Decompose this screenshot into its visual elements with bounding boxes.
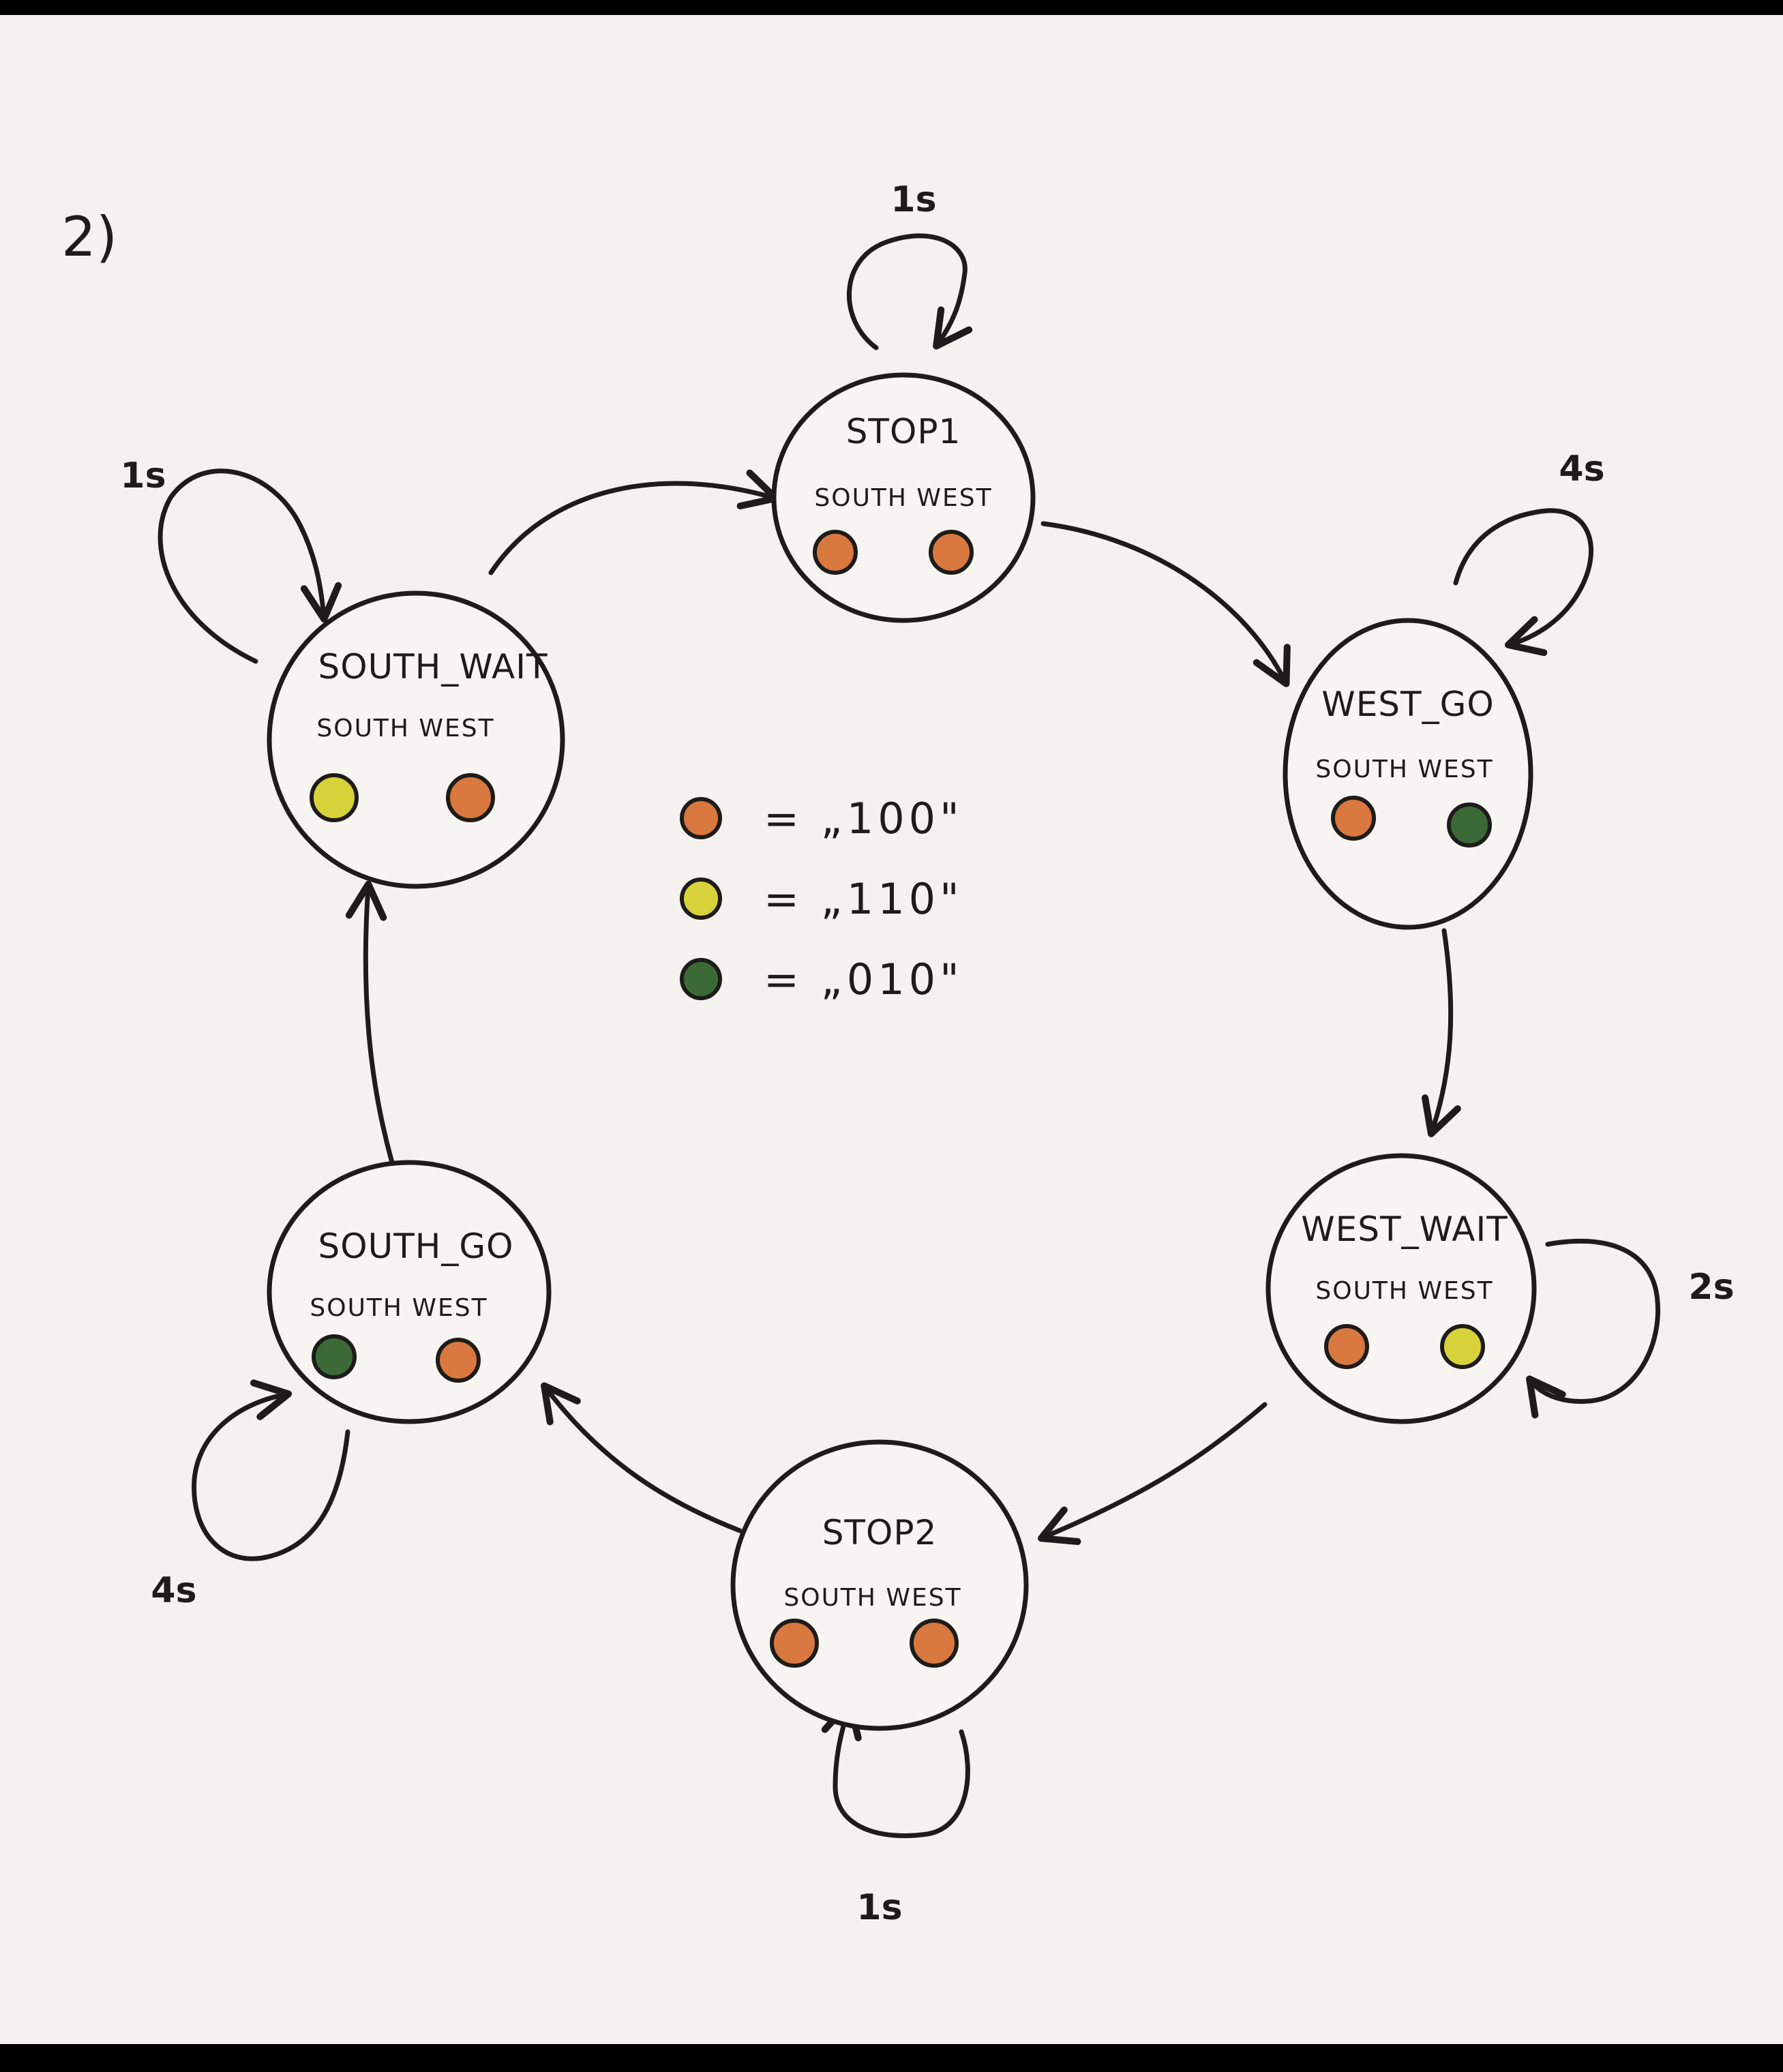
south-lamp: [1324, 1324, 1369, 1369]
loop-time-stop1: 1s: [890, 179, 936, 220]
self-loops: [158, 233, 1660, 1838]
legend-item-red: = „100": [680, 794, 963, 843]
loop-time-south-go: 4s: [151, 1570, 196, 1611]
state-labels: SOUTH WEST: [310, 1294, 488, 1322]
transition-west-go-to-west-wait: [1421, 928, 1461, 1138]
west-lamp: [436, 1338, 481, 1383]
south-lamp: [1331, 796, 1376, 841]
state-south-wait: SOUTH_WAIT SOUTH WEST: [267, 590, 565, 889]
loop-time-south-wait: 1s: [120, 455, 166, 496]
state-labels: SOUTH WEST: [814, 484, 992, 512]
question-number: 2): [61, 205, 117, 269]
state-labels: SOUTH WEST: [1315, 755, 1493, 783]
self-loop-west-go: [1453, 508, 1593, 657]
legend-label-green: = „010": [764, 955, 963, 1004]
self-loop-south-go: [192, 1379, 350, 1561]
west-lamp: [1440, 1324, 1485, 1369]
self-loop-west-wait: [1526, 1238, 1660, 1419]
legend-item-yellow: = „110": [680, 874, 963, 924]
legend-label-red: = „100": [764, 794, 963, 843]
state-stop2: STOP2 SOUTH WEST: [730, 1439, 1029, 1731]
transition-stop2-to-south-go: [541, 1382, 743, 1533]
legend-label-yellow: = „110": [764, 874, 963, 924]
self-loop-stop2: [821, 1698, 970, 1838]
legend-item-green: = „010": [680, 955, 963, 1004]
legend-swatch-red: [680, 797, 722, 839]
west-lamp: [1447, 802, 1492, 847]
legend-swatch-yellow: [680, 877, 722, 920]
loop-time-west-wait: 2s: [1688, 1267, 1734, 1308]
state-name: WEST_GO: [1321, 685, 1494, 724]
top-scan-border: [0, 0, 1783, 15]
west-lamp: [929, 530, 974, 575]
self-loop-stop1: [847, 233, 973, 350]
west-lamp: [446, 773, 495, 822]
bottom-scan-border: [0, 2044, 1783, 2072]
south-lamp: [310, 773, 359, 822]
west-lamp: [910, 1619, 959, 1668]
south-lamp: [813, 530, 858, 575]
transition-stop1-to-west-go: [1040, 521, 1291, 687]
state-labels: SOUTH WEST: [1315, 1277, 1493, 1305]
loop-time-labels: 1s 1s 4s 2s 1s 4s: [120, 179, 1734, 1928]
transition-west-wait-to-stop2: [1038, 1402, 1268, 1546]
state-labels: SOUTH WEST: [783, 1584, 961, 1612]
south-lamp: [770, 1619, 819, 1668]
transitions: [345, 469, 1461, 1546]
south-lamp: [312, 1334, 357, 1379]
state-labels: SOUTH WEST: [316, 715, 494, 742]
self-loop-south-wait: [158, 468, 342, 664]
state-name: STOP2: [822, 1513, 938, 1552]
state-stop1: STOP1 SOUTH WEST: [771, 372, 1036, 623]
state-name: SOUTH_WAIT: [318, 647, 548, 687]
loop-time-stop2: 1s: [856, 1887, 902, 1928]
transition-south-wait-to-stop1: [488, 469, 780, 575]
state-name: WEST_WAIT: [1301, 1210, 1508, 1249]
legend-swatch-green: [680, 958, 722, 1000]
state-west-go: WEST_GO SOUTH WEST: [1283, 618, 1533, 930]
transition-south-go-to-south-wait: [345, 880, 395, 1165]
state-name: SOUTH_GO: [318, 1227, 514, 1266]
state-south-go: SOUTH_GO SOUTH WEST: [267, 1160, 552, 1424]
loop-time-west-go: 4s: [1559, 449, 1604, 490]
state-name: STOP1: [846, 412, 961, 451]
legend: = „100" = „110" = „010": [680, 794, 963, 1004]
state-west-wait: WEST_WAIT SOUTH WEST: [1265, 1153, 1537, 1424]
